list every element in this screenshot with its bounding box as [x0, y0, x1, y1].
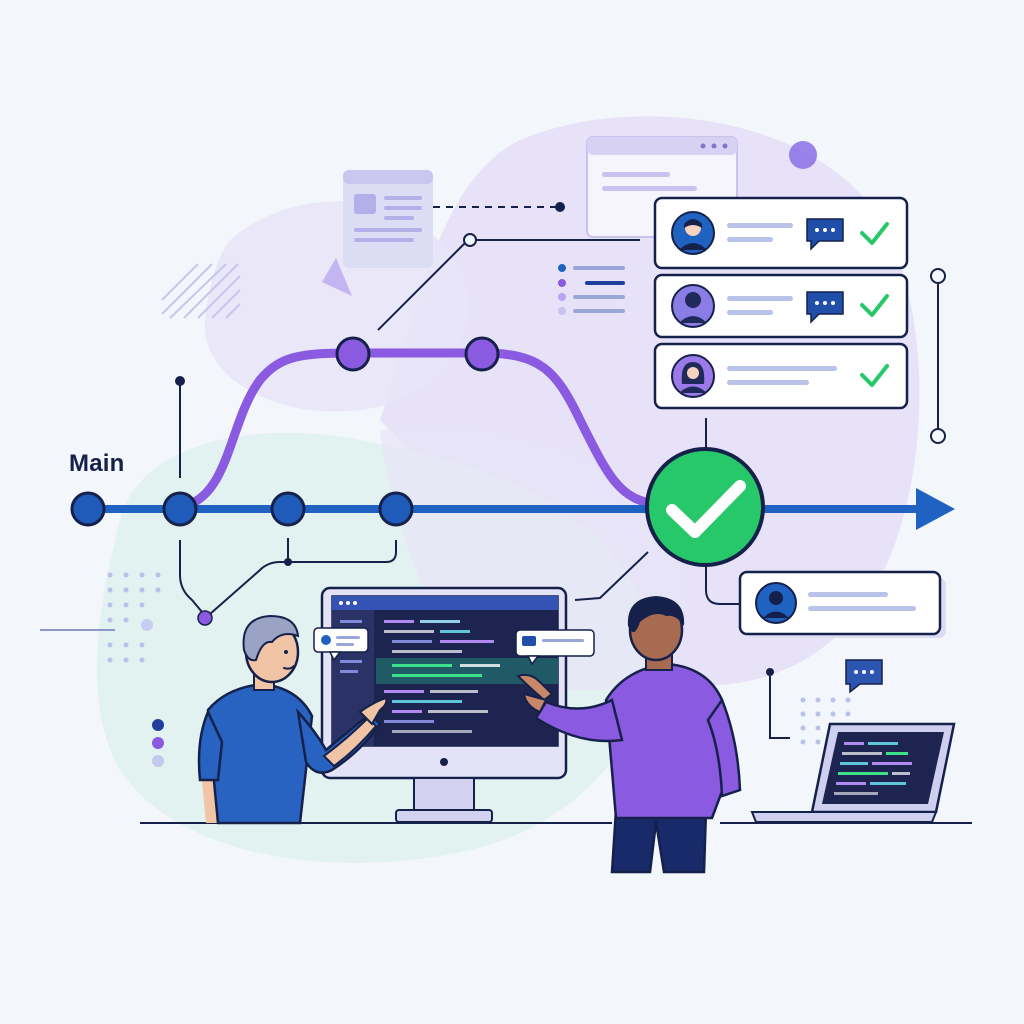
comment-bubble-icon — [806, 218, 844, 251]
comment-bubble-icon — [806, 291, 844, 324]
check-icon — [860, 364, 889, 387]
arrow-right-icon — [916, 488, 955, 530]
prism-icon — [322, 258, 352, 296]
hatch-decoration — [161, 263, 241, 319]
avatar-icon — [671, 354, 715, 398]
avatar-icon — [755, 582, 797, 624]
desktop-monitor — [320, 586, 568, 823]
connector-dot — [930, 428, 946, 444]
branch-label-main: Main — [69, 450, 125, 477]
connector-dot — [175, 376, 185, 386]
main-commits — [70, 491, 414, 527]
dot-grid-left — [107, 572, 161, 663]
review-card-3 — [653, 342, 909, 410]
feature-branch-line — [183, 348, 665, 510]
color-legend-dots — [152, 719, 164, 767]
connector-dot — [284, 558, 292, 566]
connector-dot — [197, 610, 213, 626]
mini-list — [558, 264, 625, 315]
document-card — [343, 170, 433, 268]
review-card-1 — [653, 196, 909, 270]
connector-dot — [930, 268, 946, 284]
developer-left — [197, 614, 388, 825]
connector-lines — [179, 239, 939, 739]
chat-bubble-left — [313, 627, 369, 662]
check-icon — [860, 222, 889, 245]
connector-dot — [463, 233, 477, 247]
comment-bubble-icon — [845, 659, 883, 694]
commit-node — [270, 491, 306, 527]
feature-commit-node — [464, 336, 500, 372]
commit-node — [70, 491, 106, 527]
connector-dot — [766, 668, 774, 676]
laptop — [750, 722, 956, 823]
check-circle-icon — [645, 447, 765, 567]
check-icon — [860, 294, 889, 317]
avatar-icon — [671, 211, 715, 255]
connector-dot — [555, 202, 565, 212]
code-lines — [384, 620, 500, 733]
commit-node — [378, 491, 414, 527]
purple-dot-decoration — [789, 141, 817, 169]
profile-card — [738, 570, 946, 638]
commit-node — [162, 491, 198, 527]
feature-commit-node — [335, 336, 371, 372]
chat-bubble-right — [515, 629, 595, 666]
developer-right — [516, 596, 742, 874]
avatar-icon — [671, 284, 715, 328]
review-card-2 — [653, 273, 909, 339]
